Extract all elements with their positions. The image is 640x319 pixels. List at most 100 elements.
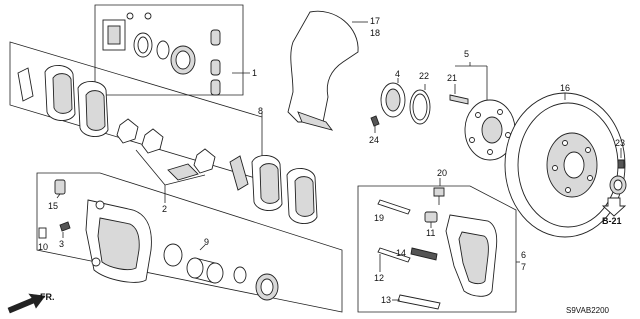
bleeder-screw xyxy=(54,179,66,195)
disc-stud-hole xyxy=(587,175,593,181)
pad-shim xyxy=(229,155,249,191)
label-20: 20 xyxy=(437,168,447,178)
hub-stud xyxy=(449,94,469,105)
splash-guard-bolt xyxy=(370,115,380,127)
front-direction-group: FR. xyxy=(7,292,55,314)
brake-disc-group: 16 23 xyxy=(504,83,627,238)
hub-stud-hole xyxy=(487,149,493,155)
hub-stud-hole xyxy=(497,109,503,115)
label-13: 13 xyxy=(381,295,391,305)
guide-pin xyxy=(377,247,411,263)
wheel-bearing-inner xyxy=(385,88,401,112)
piston-seal-ring xyxy=(163,243,183,267)
label-3: 3 xyxy=(59,239,64,249)
label-22: 22 xyxy=(419,71,429,81)
ref-label: B-21 xyxy=(602,216,622,226)
caliper-group: 15 3 10 9 xyxy=(36,172,343,313)
caliper-bracket-face xyxy=(458,231,489,285)
caliper-body-face xyxy=(97,217,140,271)
pad-shim xyxy=(17,67,34,102)
wheel-hub-center xyxy=(481,116,503,144)
ref-b21-group: B-21 xyxy=(601,197,627,226)
label-12: 12 xyxy=(374,273,384,283)
disc-stud-hole xyxy=(565,187,571,193)
hub-stud-hole xyxy=(469,137,475,143)
front-direction-label: FR. xyxy=(40,292,55,302)
label-15: 15 xyxy=(48,201,58,211)
small-seal xyxy=(126,12,134,20)
label-17: 17 xyxy=(370,16,380,26)
brake-pad-lining xyxy=(259,163,280,204)
caliper-piston-end xyxy=(206,262,224,284)
disc-screw xyxy=(617,159,625,169)
piston-boot-inner xyxy=(175,50,191,70)
seal-kit-frame xyxy=(94,4,244,96)
disc-stud-hole xyxy=(552,165,558,171)
label-2: 2 xyxy=(162,204,167,214)
pad-kit-group: 8 2 xyxy=(9,41,318,224)
disc-stud-hole xyxy=(562,140,568,146)
bracket-frame xyxy=(357,185,517,313)
front-arrow-icon xyxy=(7,293,46,314)
splash-guard xyxy=(287,10,359,123)
pad-wear-indicator xyxy=(167,163,199,181)
leader-line xyxy=(135,149,166,186)
seal-kit-group: 1 xyxy=(94,4,257,96)
pin-boot xyxy=(210,59,221,76)
label-10: 10 xyxy=(38,242,48,252)
brake-pad-lining xyxy=(52,73,73,114)
caliper-bolt xyxy=(59,221,71,232)
splash-guard-lip xyxy=(297,111,334,131)
label-9: 9 xyxy=(204,237,209,247)
bearing-group: 4 22 xyxy=(380,69,431,125)
pad-retainer-lower xyxy=(397,294,441,310)
label-5: 5 xyxy=(464,49,469,59)
piston-seal-inner xyxy=(137,36,149,54)
label-18: 18 xyxy=(370,28,380,38)
pad-clip xyxy=(116,118,139,144)
label-11: 11 xyxy=(426,228,435,238)
piston-boot-inner xyxy=(260,278,274,296)
leader-line xyxy=(56,193,61,199)
splash-guard-group: 17 18 24 xyxy=(287,10,380,145)
pad-clip xyxy=(141,128,164,154)
pin-boot xyxy=(424,211,438,223)
label-16: 16 xyxy=(560,83,570,93)
bracket-group: 6 7 20 19 11 12 14 13 xyxy=(357,168,526,313)
label-8: 8 xyxy=(258,106,263,116)
label-14: 14 xyxy=(396,248,406,258)
label-7: 7 xyxy=(521,262,526,272)
label-1: 1 xyxy=(252,68,257,78)
hub-group: 5 21 xyxy=(447,49,516,161)
hub-stud-hole xyxy=(475,112,481,118)
caliper-bolt-hole xyxy=(95,200,105,210)
label-4: 4 xyxy=(395,69,400,79)
bleeder-cap xyxy=(38,227,47,239)
guide-pin xyxy=(377,199,411,215)
bracket-bolt-head xyxy=(433,187,445,197)
pin-boot xyxy=(210,79,221,96)
caliper-piston xyxy=(186,257,204,279)
brake-pad-lining xyxy=(294,176,315,217)
hub-cap-inner xyxy=(613,179,623,191)
pad-retainer xyxy=(410,247,438,261)
ref-arrow-icon xyxy=(601,197,627,217)
piston-ring xyxy=(233,266,247,284)
label-6: 6 xyxy=(521,250,526,260)
caliper-frame xyxy=(36,172,343,313)
label-24: 24 xyxy=(369,135,379,145)
label-19: 19 xyxy=(374,213,384,223)
dust-seal xyxy=(156,40,170,60)
diagram-code: S9VAB2200 xyxy=(566,306,610,315)
caliper-bolt-hole xyxy=(91,257,101,267)
snap-ring-inner xyxy=(412,93,428,121)
small-seal xyxy=(144,12,152,20)
brake-pad-lining xyxy=(85,90,106,131)
label-23: 23 xyxy=(615,138,625,148)
pin-boot xyxy=(210,29,221,46)
seal-card-inner xyxy=(107,25,121,45)
disc-stud-hole xyxy=(585,147,591,153)
label-21: 21 xyxy=(447,73,457,83)
